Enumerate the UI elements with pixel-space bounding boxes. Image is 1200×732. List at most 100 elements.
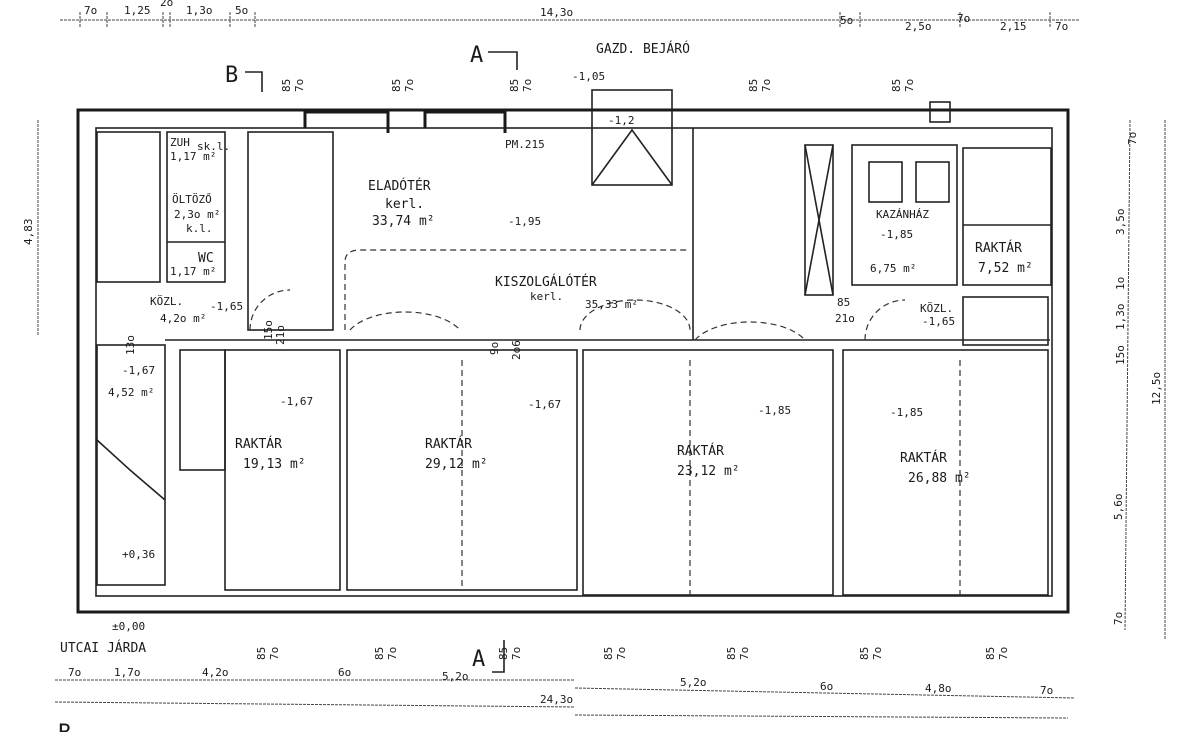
room-area: 7,52 m² [978, 261, 1033, 276]
room-kazanhaz: KAZÁNHÁZ -1,85 6,75 m² [870, 208, 929, 275]
room-area: 2,3o m² [174, 208, 220, 221]
door-mark: 13o [124, 335, 137, 355]
room-name: ÖLTÖZŐ [172, 192, 212, 206]
window-height: 7o [521, 79, 534, 92]
window-height: 7o [871, 647, 884, 660]
room-raktar-small: RAKTÁR 7,52 m² [975, 240, 1033, 276]
street-label: UTCAI JÁRDA [60, 640, 146, 656]
room-name: RAKTÁR [677, 443, 724, 459]
room-area: 1,17 m² [170, 150, 216, 163]
window-sill: 85 [255, 647, 268, 660]
dim-label: 2,15 [1000, 20, 1027, 33]
window-sill: 85 [858, 647, 871, 660]
door-mark: 2o6 [510, 340, 523, 360]
window-height: 7o [403, 79, 416, 92]
room-floor: k.l. [186, 222, 213, 235]
room-area: 29,12 m² [425, 457, 488, 472]
room-level: -1,85 [758, 404, 791, 417]
window-height: 7o [510, 647, 523, 660]
room-eladoter: ELADÓTÉR kerl. 33,74 m² [368, 178, 435, 229]
window-sill: 85 [390, 79, 403, 92]
dim-label: 5,2o [680, 676, 707, 689]
room-name: RAKTÁR [900, 450, 947, 466]
stair-area: 4,52 m² [108, 386, 154, 399]
dim-label: 15o [1114, 345, 1127, 365]
room-kozl-right: KÖZL. -1,65 [920, 302, 955, 328]
door-mark: 21o [274, 325, 287, 345]
window-sill: 85 [497, 647, 510, 660]
room-area: 23,12 m² [677, 464, 740, 479]
window-sill: 85 [747, 79, 760, 92]
door-mark: 9o [488, 342, 501, 355]
room-raktar-3: RAKTÁR 23,12 m² -1,85 [677, 404, 791, 479]
window-height: 7o [386, 647, 399, 660]
dim-label: 6o [338, 666, 351, 679]
dim-label: 1,3o [186, 4, 213, 17]
room-raktar-1: -1,67 RAKTÁR 19,13 m² [235, 395, 313, 472]
section-mark-b: B [225, 63, 238, 88]
street-level: ±0,00 [112, 620, 145, 633]
room-name: ELADÓTÉR [368, 178, 431, 194]
left-dimension: 4,83 [22, 120, 39, 335]
window-height: 7o [615, 647, 628, 660]
dim-label: 14,3o [540, 6, 573, 19]
level-mark: -1,2 [608, 114, 635, 127]
walls [76, 89, 1070, 614]
room-level: -1,85 [880, 228, 913, 241]
window-height: 7o [738, 647, 751, 660]
door-mark: 21o [835, 312, 855, 325]
room-area: 6,75 m² [870, 262, 916, 275]
window-sill: 85 [373, 647, 386, 660]
room-floor: kerl. [385, 197, 424, 212]
dim-label: 7o [84, 4, 97, 17]
door-mark: 85 [837, 296, 850, 309]
room-level: -1,85 [890, 406, 923, 419]
room-zuh: ZUH sk.l. 1,17 m² [170, 136, 230, 163]
window-height: 7o [268, 647, 281, 660]
window-height: 7o [293, 79, 306, 92]
room-name: ZUH [170, 136, 190, 149]
dim-label: 7o [1055, 20, 1068, 33]
top-dimension-chain: 7o 1,25 2o 1,3o 5o 14,3o 5o 2,5o 7o 2,15… [60, 0, 1080, 33]
dim-label: 5,2o [442, 670, 469, 683]
window-height: 7o [760, 79, 773, 92]
dim-label: 7o [1040, 684, 1053, 697]
dim-label: 7o [1126, 132, 1139, 145]
room-name: RAKTÁR [975, 240, 1022, 256]
room-area: 19,13 m² [243, 457, 306, 472]
dim-label: 3,5o [1114, 209, 1127, 236]
dim-label: 1o [1114, 277, 1127, 290]
room-name: KÖZL. [920, 302, 953, 315]
room-area: 33,74 m² [372, 214, 435, 229]
window-sill: 85 [725, 647, 738, 660]
room-name: KÖZL. [150, 295, 183, 308]
window-height: 7o [997, 647, 1010, 660]
dim-label: 7o [1112, 612, 1125, 625]
room-pm: PM.215 -1,95 [505, 138, 545, 228]
room-floor: kerl. [530, 290, 563, 303]
section-mark-a: A [470, 43, 483, 68]
dim-label: 12,5o [1150, 372, 1163, 405]
room-level: -1,65 [210, 300, 243, 313]
window-height: 7o [903, 79, 916, 92]
level-mark: -1,05 [572, 70, 605, 83]
dim-label: 7o [957, 12, 970, 25]
room-area: 1,17 m² [170, 265, 216, 278]
dim-label: 4,8o [925, 682, 952, 695]
dim-label: 1,25 [124, 4, 151, 17]
window-sill: 85 [508, 79, 521, 92]
dim-label: 2,5o [905, 20, 932, 33]
dim-label: 5,6o [1112, 494, 1125, 521]
dim-label: 4,83 [22, 219, 35, 246]
bottom-dimension-chain: 7o 1,7o 4,2o 6o 5,2o 5,2o 6o 4,8o 7o 24,… [54, 666, 1076, 719]
stair-bottom-level: +0,36 [122, 548, 155, 561]
room-wc: WC 1,17 m² [170, 251, 216, 278]
room-area: 26,88 m² [908, 471, 971, 486]
dim-label: 2o [160, 0, 173, 9]
section-mark-b-bottom: B [58, 721, 71, 732]
dim-label: 4,2o [202, 666, 229, 679]
room-level: -1,65 [922, 315, 955, 328]
room-oltozo: ÖLTÖZŐ 2,3o m² k.l. [172, 192, 220, 235]
room-name: KISZOLGÁLÓTÉR [495, 274, 597, 290]
